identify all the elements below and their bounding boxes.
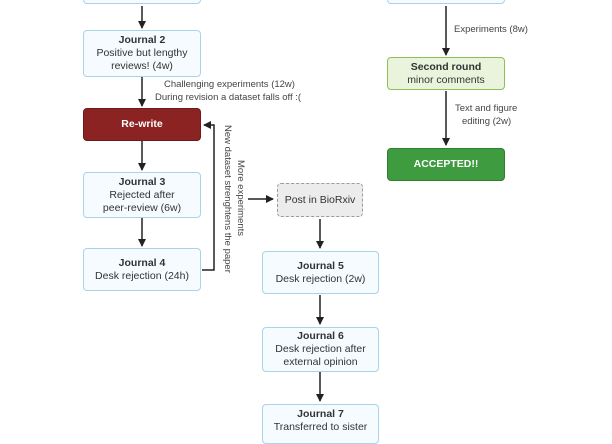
journal2-box: Journal 2 Positive but lengthy reviews! … xyxy=(83,30,201,77)
previous-right-box xyxy=(387,0,505,4)
journal6-line1: Desk rejection after xyxy=(275,343,366,355)
text-figure-label-2: editing (2w) xyxy=(462,116,512,127)
journal5-title: Journal 5 xyxy=(297,259,344,272)
more-experiments-label: More experiments xyxy=(235,160,246,237)
new-dataset-label: New dataset strenghtens the paper xyxy=(222,125,233,273)
journal4-box: Journal 4 Desk rejection (24h) xyxy=(83,248,201,291)
journal3-line2: peer-review (6w) xyxy=(102,201,182,214)
accepted-box: ACCEPTED!! xyxy=(387,148,505,181)
journal3-box: Journal 3 Rejected after peer-review (6w… xyxy=(83,172,201,218)
journal3-title: Journal 3 xyxy=(118,175,166,188)
journal4-title: Journal 4 xyxy=(118,256,166,269)
journal2-title: Journal 2 xyxy=(118,34,166,46)
journal3-line1: Rejected after xyxy=(109,188,175,201)
second-round-line1: minor comments xyxy=(407,73,485,86)
second-round-title: Second round xyxy=(410,60,482,73)
arrow-journal4-loop-to-rewrite xyxy=(202,121,215,271)
rewrite-box: Re-write xyxy=(83,108,201,141)
journal2-line2: reviews! (4w) xyxy=(111,60,173,72)
previous-journal-box xyxy=(83,0,201,4)
rewrite-label: Re-write xyxy=(121,118,163,130)
challenging-label-1: Challenging experiments (12w) xyxy=(164,79,295,90)
journal5-box: Journal 5 Desk rejection (2w) xyxy=(262,251,379,294)
journal2-line1: Positive but lengthy xyxy=(96,47,188,59)
accepted-label: ACCEPTED!! xyxy=(413,158,479,170)
text-figure-label-1: Text and figure xyxy=(455,103,518,114)
journal7-box: Journal 7 Transferred to sister xyxy=(262,404,379,444)
journal5-line1: Desk rejection (2w) xyxy=(275,272,366,285)
second-round-box: Second round minor comments xyxy=(387,57,505,90)
journal7-title: Journal 7 xyxy=(297,408,344,420)
journal7-line1: Transferred to sister xyxy=(273,421,368,433)
journal6-box: Journal 6 Desk rejection after external … xyxy=(262,327,379,372)
journal6-line2: external opinion xyxy=(283,356,358,368)
challenging-label-2: During revision a dataset falls off :( xyxy=(155,92,302,103)
biorxiv-box: Post in BioRxiv xyxy=(277,183,363,217)
connector-arrows xyxy=(138,6,450,402)
experiments-label: Experiments (8w) xyxy=(454,24,528,35)
biorxiv-label: Post in BioRxiv xyxy=(284,193,356,206)
journal4-line1: Desk rejection (24h) xyxy=(95,269,189,282)
journal6-title: Journal 6 xyxy=(297,330,344,342)
